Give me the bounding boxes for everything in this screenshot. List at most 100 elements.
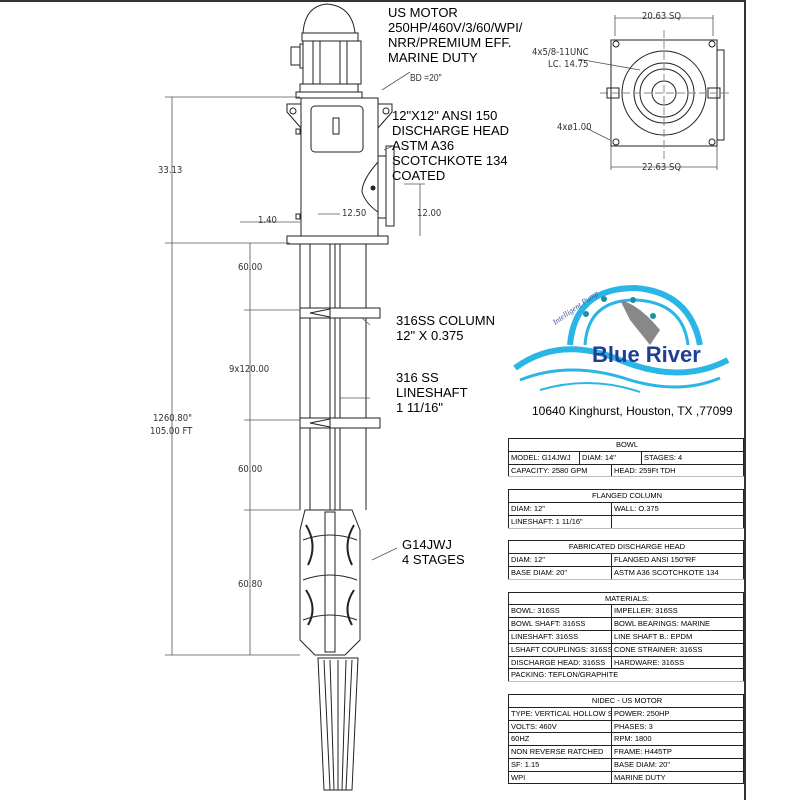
table-header-materials: MATERIALS:	[508, 591, 744, 605]
company-address: 10640 Kinghurst, Houston, TX ,77099	[532, 404, 733, 418]
table-row: PACKING: TEFLON/GRAPHITE	[508, 668, 744, 682]
table-cell: ASTM A36 SCOTCHKOTE 134	[611, 566, 744, 579]
table-cell: HEAD: 259Ft TDH	[611, 464, 744, 477]
motor-label-line: NRR/PREMIUM EFF.	[388, 35, 512, 50]
table-cell: 60HZ	[508, 733, 611, 746]
logo-brand: Blue River	[592, 342, 701, 367]
discharge-label-line: 12"X12" ANSI 150	[392, 108, 498, 123]
plan-view	[577, 15, 730, 170]
table-title: BOWL	[508, 439, 744, 451]
motor-label-line: US MOTOR	[388, 5, 458, 20]
table-spacer	[508, 476, 744, 489]
discharge-head	[286, 97, 395, 245]
table-cell: BOWL BEARINGS: MARINE	[611, 618, 744, 630]
discharge-head-label: 12"X12" ANSI 150 DISCHARGE HEAD ASTM A36…	[392, 108, 509, 183]
table-title: FABRICATED DISCHARGE HEAD	[508, 541, 744, 554]
table-header-head: FABRICATED DISCHARGE HEAD	[508, 540, 744, 554]
lineshaft-label-line: 316 SS	[396, 370, 439, 385]
table-cell: CAPACITY: 2580 GPM	[508, 464, 611, 477]
dim-mid-column: 9x120.00	[229, 364, 270, 375]
table-cell: IMPELLER: 316SS	[611, 605, 744, 618]
table-header-column: FLANGED COLUMN	[508, 489, 744, 502]
dim-total-ft: 105.00 FT	[150, 426, 193, 437]
column-label-line: 12" X 0.375	[396, 328, 464, 343]
table-spacer	[508, 681, 744, 694]
table-title: FLANGED COLUMN	[508, 490, 744, 502]
bowl-label: G14JWJ 4 STAGES	[402, 537, 465, 567]
dim-top-square: 20.63 SQ	[642, 11, 682, 22]
table-cell: FLANGED ANSI 150"RF	[611, 554, 744, 566]
table-header-bowl: BOWL	[508, 438, 744, 451]
table-cell: SF: 1.15	[508, 758, 611, 771]
table-cell: HARDWARE: 316SS	[611, 656, 744, 669]
discharge-label-line: COATED	[392, 168, 446, 183]
column-label-line: 316SS COLUMN	[396, 313, 495, 328]
table-row: LINESHAFT: 1 11/16"	[508, 514, 744, 528]
table-cell: MARINE DUTY	[611, 771, 744, 783]
dim-total: 1260.80"	[153, 413, 193, 424]
dim-bolt-spec: 4x5/8-11UNC	[532, 47, 589, 58]
dim-bowl-length: 60.80	[238, 579, 263, 590]
bd-label: BD =20"	[410, 73, 442, 84]
table-title: NIDEC - US MOTOR	[508, 694, 744, 707]
table-cell: RPM: 1800	[611, 733, 744, 746]
table-cell: LINE SHAFT B.: EPDM	[611, 630, 744, 643]
table-cell: BASE DIAM: 20"	[508, 566, 611, 579]
table-cell: PHASES: 3	[611, 720, 744, 733]
table-spacer	[508, 578, 744, 592]
column-pipe	[299, 244, 381, 510]
table-cell: LSHAFT COUPLINGS: 316SS	[508, 643, 611, 656]
sheet-border	[0, 0, 746, 800]
table-cell: LINESHAFT: 1 11/16"	[508, 515, 611, 528]
column-label: 316SS COLUMN 12" X 0.375	[396, 313, 495, 343]
table-cell: STAGES: 4	[641, 451, 744, 464]
table-cell: BOWL: 316SS	[508, 605, 611, 618]
dim-discharge-height: 12.00	[417, 208, 442, 219]
table-cell: PACKING: TEFLON/GRAPHITE	[508, 669, 744, 682]
table-cell: BASE DIAM: 20"	[611, 758, 744, 771]
discharge-label-line: SCOTCHKOTE 134	[392, 153, 508, 168]
table-cell: CONE STRAINER: 316SS	[611, 643, 744, 656]
table-cell: NON REVERSE RATCHED	[508, 746, 611, 758]
table-cell	[611, 515, 744, 528]
bowl-label-line: 4 STAGES	[402, 552, 465, 567]
cone-strainer	[317, 657, 359, 791]
table-cell: WALL: O.375	[611, 502, 744, 515]
table-row: DIAM: 12"FLANGED ANSI 150"RF	[508, 553, 744, 566]
dimension-lines	[165, 71, 425, 656]
motor-label-line: MARINE DUTY	[388, 50, 478, 65]
table-title: MATERIALS:	[508, 592, 744, 605]
table-cell: WPI	[508, 771, 611, 783]
lineshaft-label: 316 SS LINESHAFT 1 11/16"	[396, 370, 468, 415]
dim-low-column: 60.00	[238, 464, 263, 475]
dim-head-width: 12.50	[342, 208, 367, 219]
table-cell: TYPE: VERTICAL HOLLOW S	[508, 707, 611, 720]
table-spacer	[508, 527, 744, 541]
table-cell: DIAM: 12"	[508, 502, 611, 515]
table-cell: DIAM: 12"	[508, 554, 611, 566]
table-cell: LINESHAFT: 316SS	[508, 630, 611, 643]
discharge-label-line: DISCHARGE HEAD	[392, 123, 510, 138]
table-cell: BOWL SHAFT: 316SS	[508, 618, 611, 630]
table-cell: POWER: 250HP	[611, 707, 744, 720]
dim-bolt-lc: LC. 14.75	[548, 59, 589, 70]
table-cell: MODEL: G14JWJ	[508, 451, 579, 464]
table-header-motor: NIDEC - US MOTOR	[508, 693, 744, 707]
table-row: BASE DIAM: 20"ASTM A36 SCOTCHKOTE 134	[508, 565, 744, 579]
table-row: DIAM: 12"WALL: O.375	[508, 501, 744, 515]
